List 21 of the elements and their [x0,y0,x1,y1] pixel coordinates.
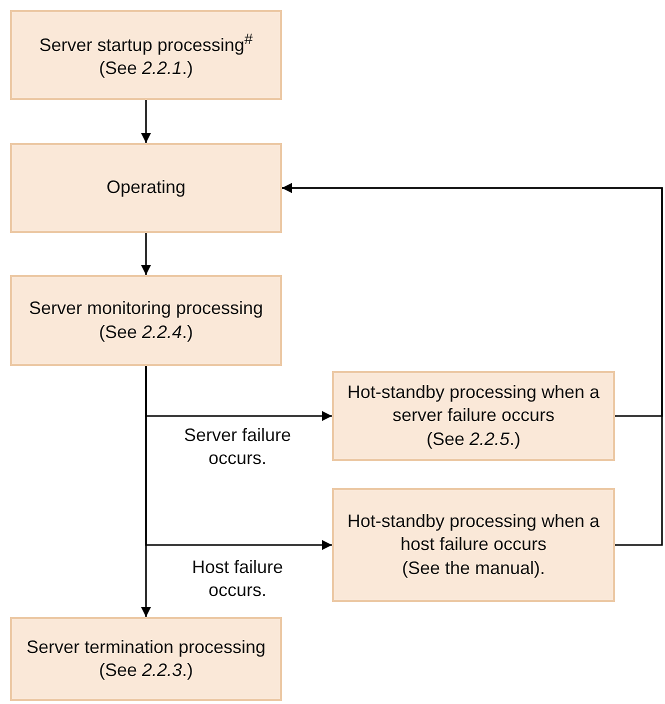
reference-note: (See 2.2.3.) [98,659,194,682]
reference-note: (See the manual). [402,556,546,580]
box-title: Hot-standby processing when a server failure occurs [346,380,601,428]
reference-note: (See 2.2.5.) [426,428,521,451]
arrow [282,183,663,546]
box-title: Server monitoring processing [28,297,264,320]
arrow [141,100,151,143]
process-box [10,10,282,100]
box-title: Server termination processing [26,636,266,659]
reference-note: (See 2.2.1.) [98,57,194,80]
process-box [10,275,282,366]
reference-note: (See 2.2.4.) [98,320,194,344]
process-box [332,488,615,602]
box-title: Server startup processing$^{#}$ [39,30,253,57]
box-title: Hot-standby processing when a host failure occurs [346,510,601,556]
box-title: Operating [106,176,186,200]
process-box [10,617,282,701]
arrow [141,366,151,617]
process-box [10,143,282,233]
process-box [332,371,615,461]
arrow [141,233,151,275]
